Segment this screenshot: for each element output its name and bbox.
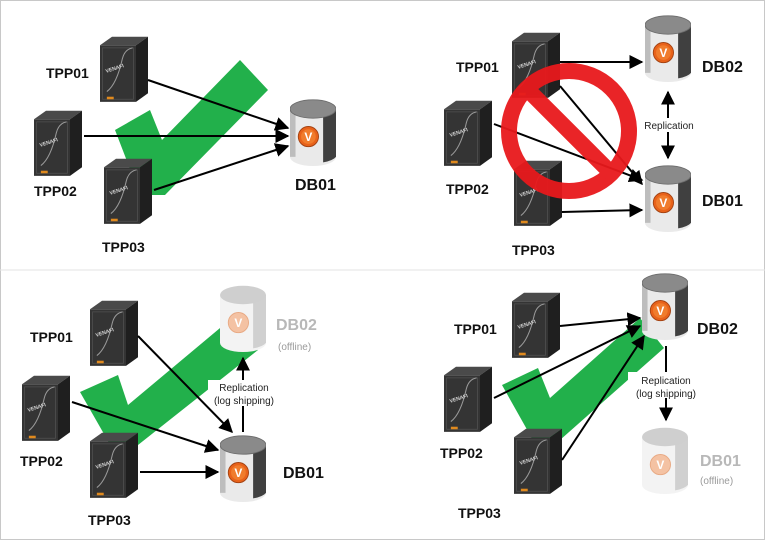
arrow-tpp01-db01 bbox=[137, 335, 233, 434]
label-db01: DB01 bbox=[295, 177, 336, 194]
label-db02-offline: DB02 bbox=[276, 317, 317, 334]
arrow-tpp02-db01 bbox=[71, 401, 220, 453]
arrow-tpp03-db01 bbox=[153, 143, 290, 191]
label-tpp03: TPP03 bbox=[102, 239, 145, 255]
prohibited-icon bbox=[501, 63, 637, 199]
label-tpp01: TPP01 bbox=[454, 321, 497, 337]
server-tpp03-icon bbox=[104, 158, 152, 225]
replication-label: Replication bbox=[644, 121, 693, 132]
database-db02-icon bbox=[645, 15, 691, 83]
replication-label-bg bbox=[628, 372, 704, 398]
database-db01-icon bbox=[220, 435, 266, 503]
panel-top-left: TPP01 TPP02 TPP03 DB01 bbox=[34, 36, 336, 255]
server-tpp03-icon bbox=[514, 428, 562, 495]
label-tpp01: TPP01 bbox=[30, 329, 73, 345]
panel-bottom-right: Replication (log shipping) TPP01 TPP02 T… bbox=[440, 273, 741, 521]
server-tpp02-icon bbox=[444, 366, 492, 433]
replication-label-line1: Replication bbox=[641, 376, 690, 387]
replication-label-bg bbox=[208, 380, 280, 406]
label-tpp02: TPP02 bbox=[440, 445, 483, 461]
replication-label-bg bbox=[640, 118, 698, 132]
label-tpp03: TPP03 bbox=[458, 505, 501, 521]
database-db01-icon bbox=[645, 165, 691, 233]
server-tpp01-icon bbox=[512, 292, 560, 359]
replication-label-line2: (log shipping) bbox=[214, 396, 274, 407]
arrow-tpp03-db01 bbox=[561, 203, 644, 218]
server-tpp01-icon bbox=[90, 300, 138, 367]
database-db01-offline-icon bbox=[642, 427, 688, 495]
label-tpp01: TPP01 bbox=[456, 59, 499, 75]
server-tpp02-icon bbox=[34, 110, 82, 177]
label-tpp01: TPP01 bbox=[46, 65, 89, 81]
label-db01-offline: DB01 bbox=[700, 453, 741, 470]
database-db02-offline-icon bbox=[220, 285, 266, 353]
label-tpp02: TPP02 bbox=[446, 181, 489, 197]
label-tpp03: TPP03 bbox=[88, 512, 131, 528]
database-db02-icon bbox=[642, 273, 688, 341]
arrow-tpp01-db01 bbox=[147, 79, 290, 131]
label-db01: DB01 bbox=[702, 193, 743, 210]
checkmark-icon bbox=[502, 318, 664, 442]
label-db02: DB02 bbox=[697, 321, 738, 338]
label-offline: (offline) bbox=[700, 476, 733, 487]
checkmark-icon bbox=[80, 318, 258, 448]
panel-bottom-left: Replication (log shipping) TPP01 TPP02 T… bbox=[20, 285, 324, 528]
checkmark-icon bbox=[115, 60, 268, 195]
arrow-tpp02-db02 bbox=[493, 325, 642, 399]
arrow-tpp01-db01 bbox=[559, 85, 643, 186]
label-tpp02: TPP02 bbox=[34, 183, 77, 199]
panel-top-right: Replication TPP01 TPP02 TPP03 DB02 DB01 bbox=[444, 15, 743, 258]
label-tpp03: TPP03 bbox=[512, 242, 555, 258]
server-tpp01-icon bbox=[100, 36, 148, 103]
label-offline: (offline) bbox=[278, 342, 311, 353]
arrow-tpp03-db02 bbox=[561, 334, 645, 461]
arrow-tpp01-db02 bbox=[559, 312, 642, 327]
replication-label-line1: Replication bbox=[219, 383, 268, 394]
label-db02: DB02 bbox=[702, 59, 743, 76]
server-tpp03-icon bbox=[90, 432, 138, 499]
replication-label-line2: (log shipping) bbox=[636, 389, 696, 400]
server-tpp02-icon bbox=[444, 100, 492, 167]
label-tpp02: TPP02 bbox=[20, 453, 63, 469]
database-db01-icon bbox=[290, 99, 336, 167]
server-tpp02-icon bbox=[22, 375, 70, 442]
label-db01: DB01 bbox=[283, 465, 324, 482]
